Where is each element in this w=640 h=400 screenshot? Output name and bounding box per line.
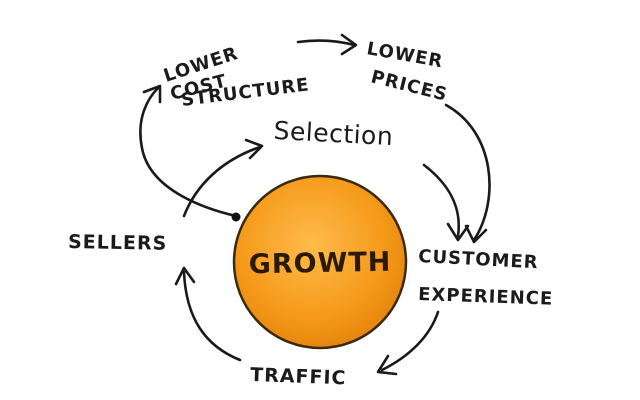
selection-label: Selection bbox=[273, 116, 394, 151]
arrowhead-growth-to-cost bbox=[142, 84, 162, 104]
arrow-growth-to-cost bbox=[139, 86, 238, 218]
arrow-customer-to-traffic bbox=[380, 310, 440, 372]
arrowhead-customer-to-traffic bbox=[376, 354, 398, 376]
arrowhead-sellers-to-selection bbox=[244, 138, 264, 160]
arrow-selection-to-customer bbox=[422, 163, 461, 238]
arrowhead-selection-to-customer bbox=[446, 222, 470, 242]
arrow-traffic-to-sellers bbox=[182, 270, 242, 362]
arrow-prices-to-customer bbox=[444, 103, 491, 242]
customer-experience-label-line1: CUSTOMER bbox=[418, 246, 539, 273]
arrowhead-prices-to-customer bbox=[464, 224, 488, 244]
arrow-cost-to-prices bbox=[296, 39, 356, 47]
customer-experience-label-line2: EXPERIENCE bbox=[418, 284, 554, 310]
growth-circle bbox=[232, 174, 408, 350]
traffic-label: TRAFFIC bbox=[250, 364, 347, 389]
arrow-sellers-to-selection bbox=[182, 145, 262, 218]
arrowhead-cost-to-prices bbox=[340, 33, 358, 56]
lower-prices-label-line2: PRICES bbox=[369, 66, 450, 105]
growth-label: GROWTH bbox=[248, 247, 391, 280]
arrowhead-traffic-to-sellers bbox=[174, 266, 196, 286]
sellers-label: SELLERS bbox=[68, 231, 168, 255]
connection-dot bbox=[231, 212, 241, 222]
